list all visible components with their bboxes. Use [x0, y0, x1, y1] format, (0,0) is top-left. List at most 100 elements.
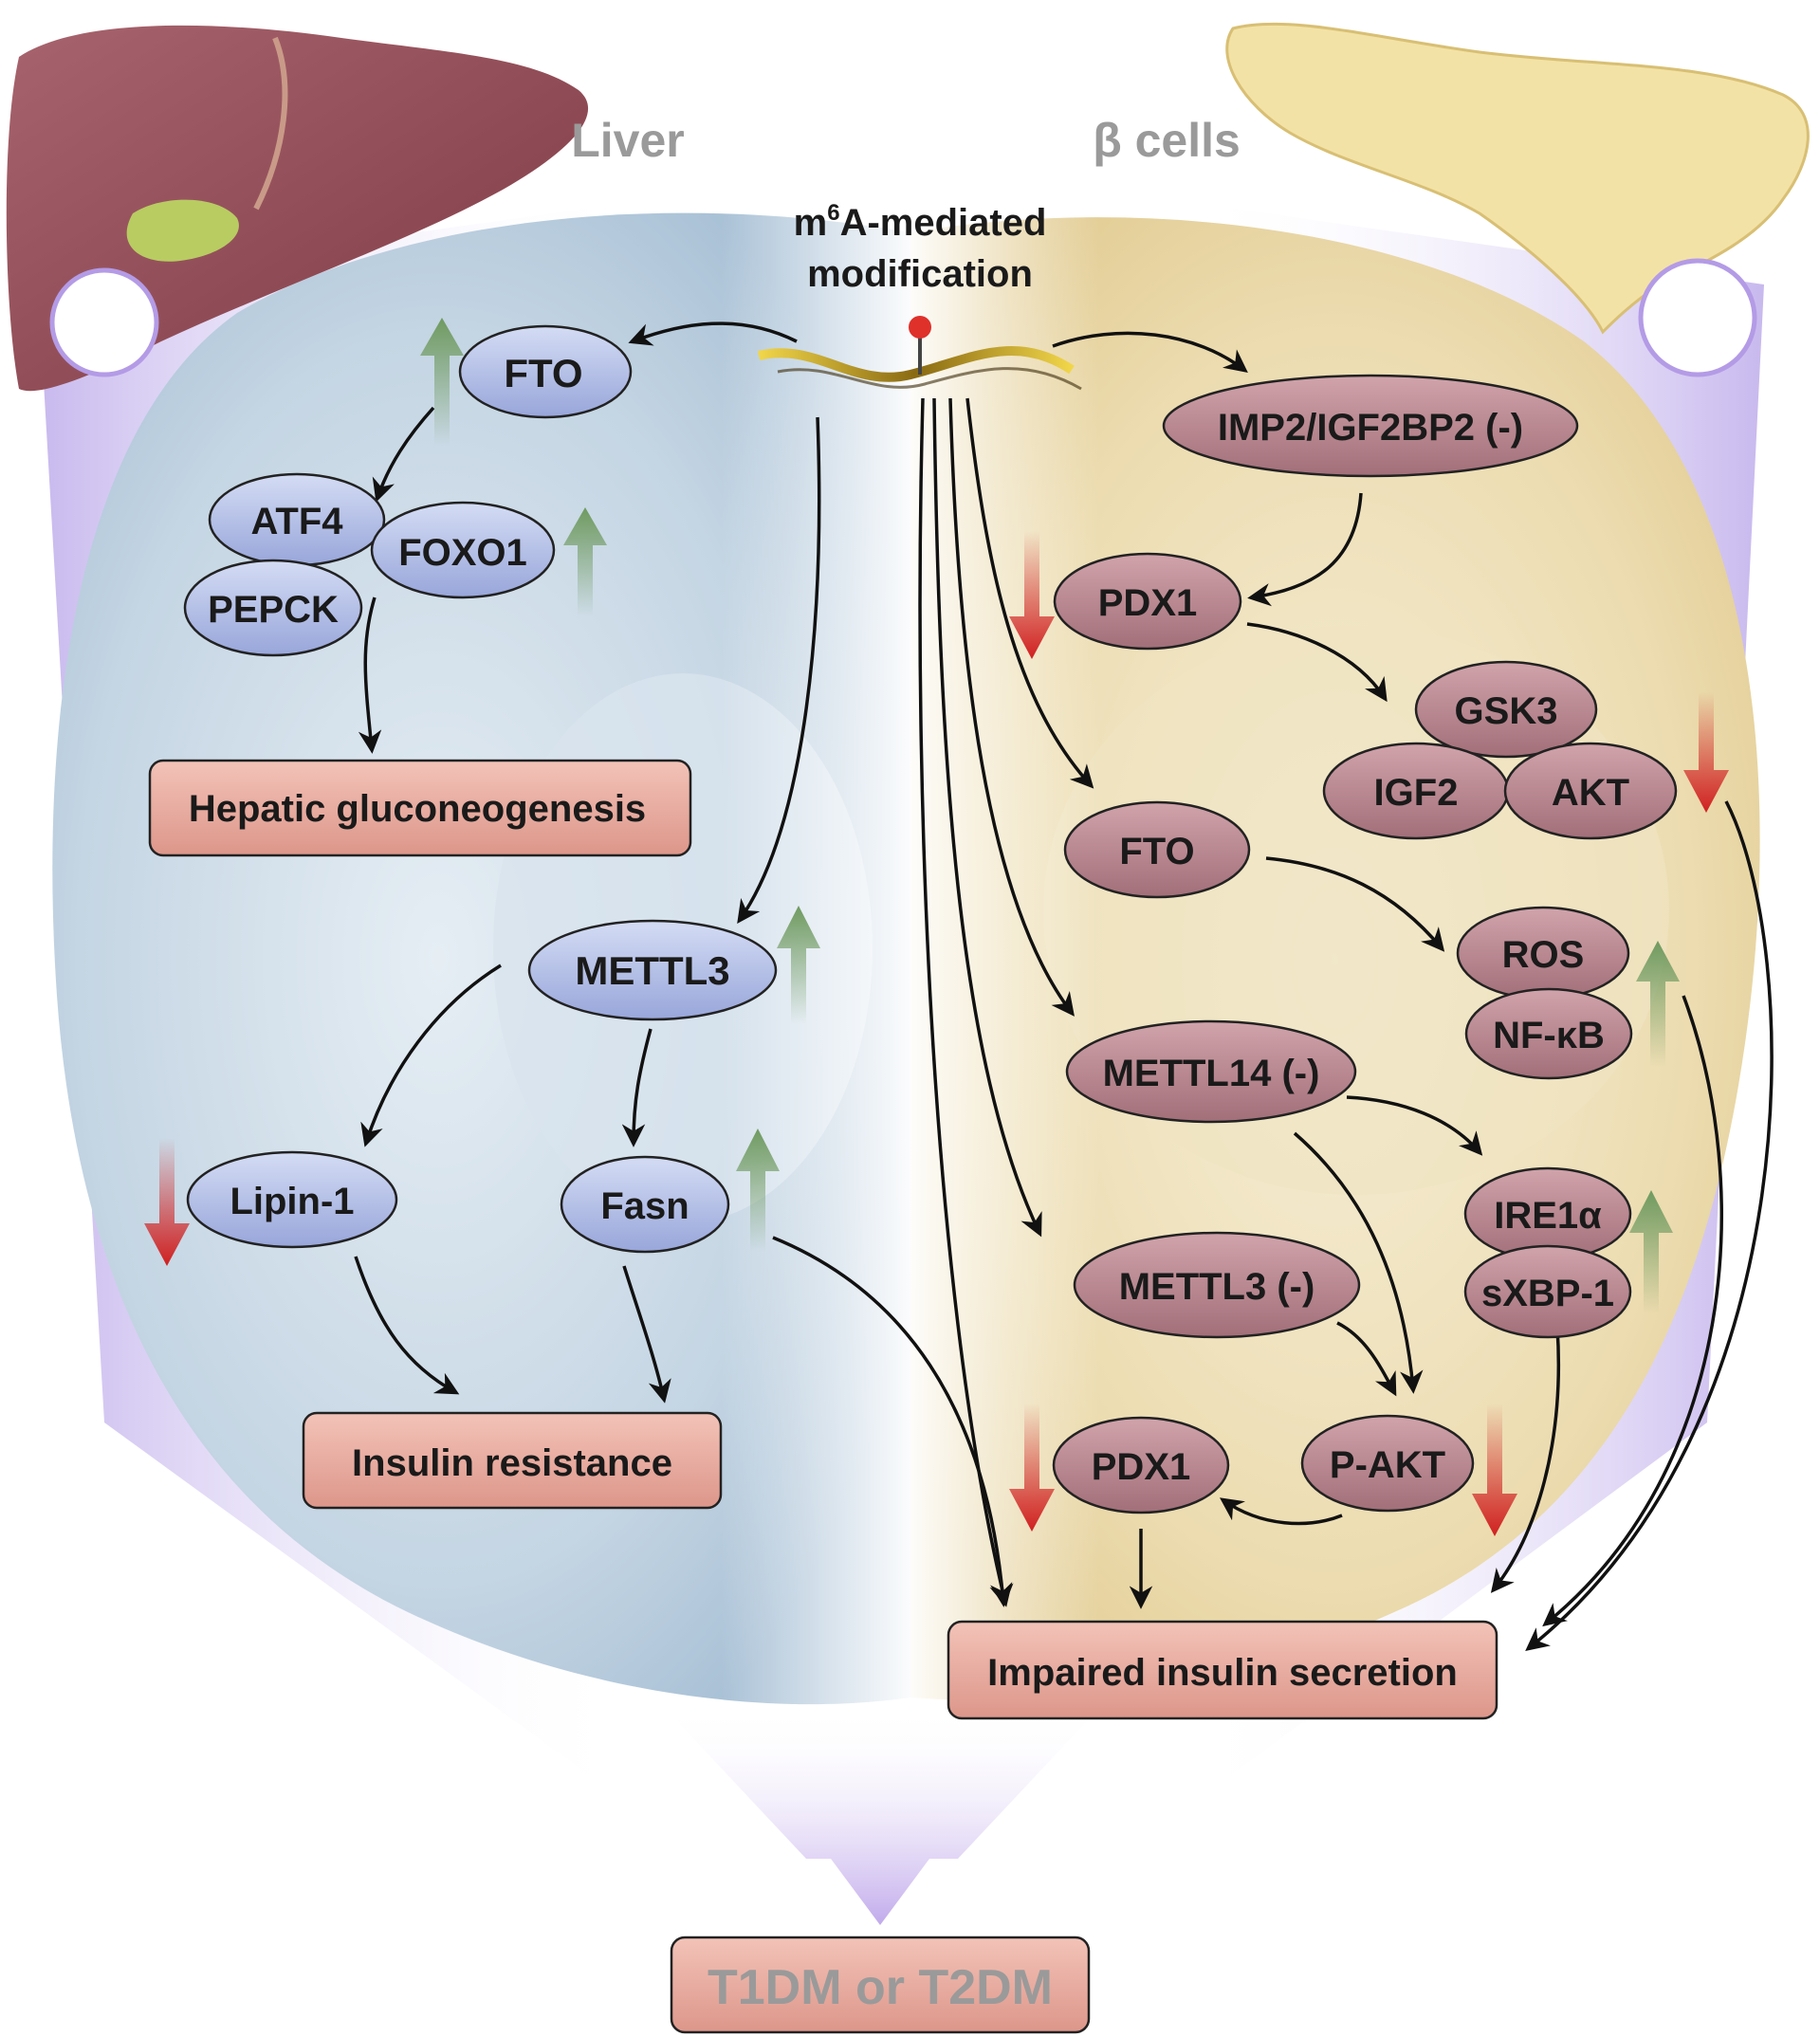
arrow-akt-to-impaired	[1525, 800, 1774, 1652]
arrow-imp2-to-pdx1	[1247, 492, 1363, 607]
down-arrow-icon	[1472, 1404, 1517, 1536]
beta-gsk3-node: GSK3	[1414, 660, 1598, 759]
up-arrow-icon	[1629, 1190, 1673, 1313]
svg-text:METTL3 (-): METTL3 (-)	[1119, 1266, 1315, 1308]
beta-sxbp1-node: sXBP-1	[1463, 1244, 1632, 1339]
arrow-m6a-to-imp2	[1052, 331, 1248, 373]
svg-text:Fasn: Fasn	[600, 1185, 689, 1227]
arrow-lipin-to-resistance	[354, 1256, 460, 1395]
svg-text:P-AKT: P-AKT	[1330, 1444, 1445, 1486]
svg-text:T1DM or T2DM: T1DM or T2DM	[708, 1960, 1053, 2015]
svg-text:ROS: ROS	[1502, 934, 1585, 976]
arrow-m6a-to-mettl3-beta	[932, 397, 1042, 1238]
arrow-m6a-to-beta-fto	[965, 397, 1094, 789]
beta-pdx1-top-node: PDX1	[1053, 552, 1242, 651]
arrow-m6a-to-liver-fto	[628, 321, 798, 346]
svg-text:PDX1: PDX1	[1098, 582, 1198, 624]
svg-text:Impaired insulin secretion: Impaired insulin secretion	[987, 1652, 1458, 1694]
arrow-pakt-to-pdx1	[1219, 1497, 1343, 1526]
down-arrow-icon	[1009, 1404, 1055, 1532]
svg-text:AKT: AKT	[1552, 772, 1629, 814]
hepatic-gluconeogenesis-box: Hepatic gluconeogenesis	[148, 759, 692, 857]
down-arrow-icon	[144, 1138, 190, 1266]
arrow-fto-to-atf4	[372, 406, 435, 503]
svg-text:IMP2/IGF2BP2 (-): IMP2/IGF2BP2 (-)	[1218, 407, 1523, 449]
up-arrow-icon	[563, 507, 607, 616]
svg-text:Insulin resistance: Insulin resistance	[352, 1442, 672, 1484]
beta-mettl3-node: METTL3 (-)	[1073, 1231, 1361, 1339]
liver-fasn-node: Fasn	[560, 1155, 730, 1254]
liver-mettl3-node: METTL3	[527, 919, 778, 1021]
beta-ros-node: ROS	[1456, 906, 1630, 1000]
beta-pdx1-bottom-node: PDX1	[1052, 1416, 1230, 1514]
svg-text:Lipin-1: Lipin-1	[230, 1181, 354, 1222]
center-label-line2: modification	[807, 253, 1033, 295]
arrow-mettl3-to-pakt	[1336, 1321, 1397, 1397]
beta-imp2-node: IMP2/IGF2BP2 (-)	[1162, 374, 1579, 478]
up-arrow-icon	[1636, 941, 1680, 1067]
beta-cells-title: β cells	[1093, 114, 1241, 167]
expression-indicators	[144, 318, 1729, 1536]
mrna-strand-icon	[757, 316, 1082, 391]
liver-nodes: FTO ATF4 PEPCK FOXO1 METTL3 Lipin-1 Fasn	[183, 324, 778, 1254]
arrow-foxo1-to-gluco	[358, 596, 382, 754]
center-label-line1: m6A-mediated	[794, 200, 1047, 244]
liver-fto-node: FTO	[458, 324, 633, 419]
svg-text:FOXO1: FOXO1	[398, 532, 527, 574]
arrow-sxbp1-to-impaired	[1490, 1327, 1561, 1593]
liver-pepck-node: PEPCK	[183, 559, 363, 657]
liver-atf4-node: ATF4	[208, 472, 386, 567]
beta-nodes: IMP2/IGF2BP2 (-) PDX1 GSK3 IGF2 AKT FTO …	[1052, 374, 1678, 1514]
arrow-fasn-to-impaired	[772, 1236, 1014, 1607]
svg-text:IGF2: IGF2	[1374, 772, 1459, 814]
arrow-mettl3-to-fasn	[621, 1028, 653, 1147]
svg-text:METTL3: METTL3	[575, 948, 729, 993]
arrow-mettl14-to-pakt	[1293, 1131, 1424, 1394]
up-arrow-icon	[736, 1129, 780, 1252]
svg-text:ATF4: ATF4	[250, 501, 343, 542]
beta-akt-node: AKT	[1503, 742, 1678, 840]
arrow-pdx1-to-gsk3	[1246, 622, 1388, 703]
beta-pakt-node: P-AKT	[1300, 1414, 1475, 1513]
svg-text:METTL14 (-): METTL14 (-)	[1103, 1053, 1320, 1094]
m6a-pin-icon	[909, 316, 931, 339]
down-arrow-icon	[1683, 692, 1729, 813]
arrow-mettl14-to-ire1	[1346, 1095, 1483, 1156]
beta-igf2-node: IGF2	[1322, 742, 1510, 840]
liver-foxo1-node: FOXO1	[370, 501, 556, 599]
beta-mettl14-node: METTL14 (-)	[1065, 1019, 1357, 1124]
impaired-insulin-secretion-box: Impaired insulin secretion	[947, 1620, 1498, 1720]
svg-text:PDX1: PDX1	[1092, 1446, 1191, 1488]
svg-text:FTO: FTO	[1119, 831, 1194, 872]
svg-text:NF-κB: NF-κB	[1493, 1015, 1605, 1056]
t1dm-or-t2dm-box: T1DM or T2DM	[670, 1936, 1091, 2034]
svg-text:IRE1α: IRE1α	[1494, 1195, 1602, 1237]
up-arrow-icon	[420, 318, 464, 446]
arrow-m6a-to-mettl14	[948, 397, 1075, 1017]
connector-arrows	[354, 321, 1774, 1652]
insulin-resistance-box: Insulin resistance	[302, 1411, 723, 1510]
svg-text:GSK3: GSK3	[1455, 690, 1558, 732]
beta-nfkb-node: NF-κB	[1464, 987, 1633, 1080]
liver-organ-icon	[6, 25, 589, 392]
liver-title: Liver	[571, 114, 685, 167]
arrow-m6a-to-liver-mettl3	[737, 416, 821, 925]
up-arrow-icon	[777, 906, 820, 1024]
center-fade	[721, 190, 1100, 1802]
svg-text:sXBP-1: sXBP-1	[1481, 1273, 1614, 1314]
liver-lipin1-node: Lipin-1	[186, 1150, 398, 1249]
beta-fto-node: FTO	[1063, 800, 1251, 899]
svg-text:PEPCK: PEPCK	[208, 589, 339, 631]
pancreas-organ-icon	[1225, 22, 1810, 377]
outcome-boxes: Hepatic gluconeogenesis Insulin resistan…	[148, 759, 1498, 2034]
beta-ire1a-node: IRE1α	[1463, 1166, 1632, 1261]
outcome-funnel	[664, 1707, 1100, 1925]
down-arrow-icon	[1009, 531, 1055, 659]
svg-text:Hepatic gluconeogenesis: Hepatic gluconeogenesis	[189, 788, 646, 830]
arrow-beta-fto-to-ros	[1265, 856, 1445, 952]
arrow-fasn-to-resistance	[622, 1265, 671, 1404]
arrow-nfkb-to-impaired	[1542, 995, 1723, 1627]
svg-text:FTO: FTO	[504, 351, 582, 395]
arrow-mettl3-to-lipin	[360, 963, 502, 1147]
